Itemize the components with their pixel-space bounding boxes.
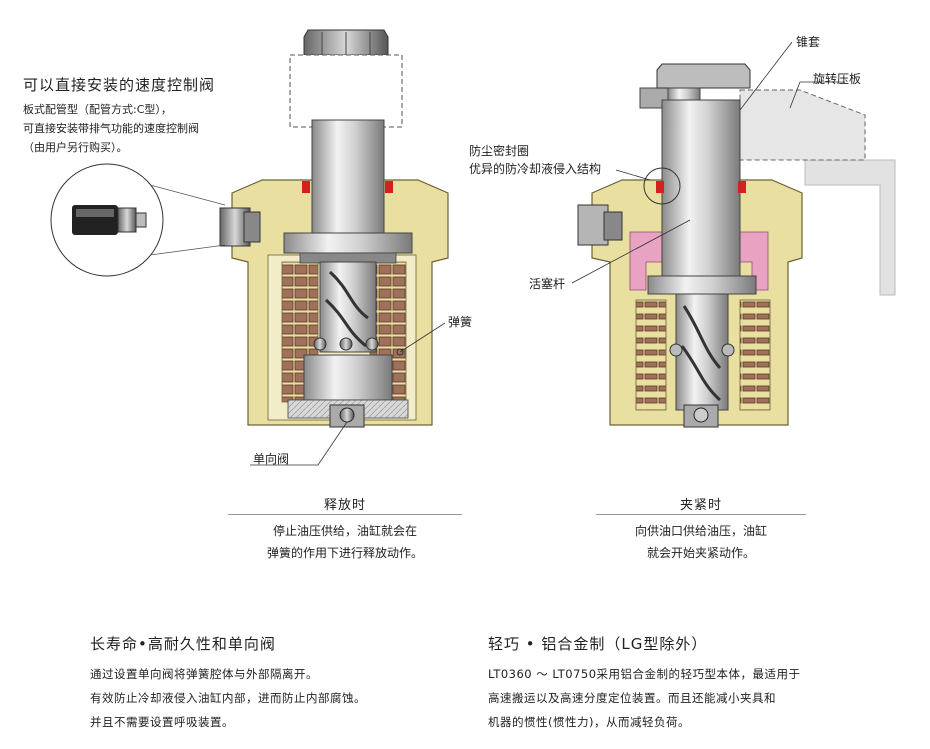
speed-valve-description: 板式配管型（配管方式:C型）， 可直接安装带排气功能的速度控制阀 （由用户另行购… <box>23 100 199 157</box>
clamp-arm-outline <box>739 89 866 161</box>
caption-line: 向供油口供给油压，油缸 <box>634 524 767 538</box>
feature-line: 高速搬运以及高速分度定位装置。而且还能减小夹具和 <box>488 691 776 705</box>
spring-left <box>635 299 667 411</box>
feature-text-lightweight: LT0360 ～ LT0750采用铝合金制的轻巧型本体，最适用于 高速搬运以及高… <box>488 662 801 734</box>
feature-title-lightweight: 轻巧 • 铝合金制（LG型除外） <box>488 635 708 653</box>
label-seal-line: 优异的防冷却液侵入结构 <box>469 162 602 176</box>
label-cone-sleeve: 锥套 <box>796 35 821 49</box>
top-nut <box>656 63 751 89</box>
caption-line: 就会开始夹紧动作。 <box>646 546 755 560</box>
label-seal: 防尘密封圈 优异的防冷却液侵入结构 <box>469 142 601 178</box>
clamp-arm-outline <box>289 54 403 128</box>
release-caption-text: 停止油压供给，油缸就会在 弹簧的作用下进行释放动作。 <box>228 520 462 564</box>
feature-line: 机器的惯性(惯性力)，从而减轻负荷。 <box>488 715 690 729</box>
feature-line: LT0360 ～ LT0750采用铝合金制的轻巧型本体，最适用于 <box>488 667 801 681</box>
clamp-caption-title: 夹紧时 <box>679 498 722 513</box>
release-caption-rule <box>228 514 462 515</box>
feature-title-durability: 长寿命•高耐久性和单向阀 <box>90 635 276 653</box>
cam-shaft <box>319 261 377 353</box>
seal-left <box>302 181 310 193</box>
label-seal-line: 防尘密封圈 <box>469 144 530 158</box>
piston-rod <box>661 99 741 291</box>
feature-text-durability: 通过设置单向阀将弹簧腔体与外部隔离开。 有效防止冷却液侵入油缸内部，进而防止内部… <box>90 662 366 734</box>
spring-right <box>739 299 771 411</box>
caption-line: 停止油压供给，油缸就会在 <box>272 524 417 538</box>
seal-right <box>738 181 746 193</box>
caption-line: 弹簧的作用下进行释放动作。 <box>266 546 423 560</box>
speed-valve-line: （由用户另行购买）。 <box>23 141 128 154</box>
label-check-valve: 单向阀 <box>253 452 290 466</box>
label-piston-rod: 活塞杆 <box>529 277 566 291</box>
feature-line: 有效防止冷却液侵入油缸内部，进而防止内部腐蚀。 <box>90 691 366 705</box>
dust-seal-highlight <box>643 167 681 205</box>
label-clamp-arm: 旋转压板 <box>813 72 862 86</box>
seal-left <box>656 181 664 193</box>
speed-valve-title: 可以直接安装的速度控制阀 <box>23 76 216 94</box>
label-spring: 弹簧 <box>448 315 473 329</box>
feature-line: 并且不需要设置呼吸装置。 <box>90 715 234 729</box>
cam-shaft <box>675 293 729 411</box>
clamp-caption-rule <box>596 514 806 515</box>
speed-valve-line: 板式配管型（配管方式:C型）， <box>23 103 172 116</box>
clamp-caption-text: 向供油口供给油压，油缸 就会开始夹紧动作。 <box>596 520 806 564</box>
feature-line: 通过设置单向阀将弹簧腔体与外部隔离开。 <box>90 667 318 681</box>
seal-right <box>385 181 393 193</box>
release-caption-title: 释放时 <box>323 498 366 513</box>
speed-valve-line: 可直接安装带排气功能的速度控制阀 <box>23 122 199 135</box>
steel-ball <box>313 337 327 351</box>
